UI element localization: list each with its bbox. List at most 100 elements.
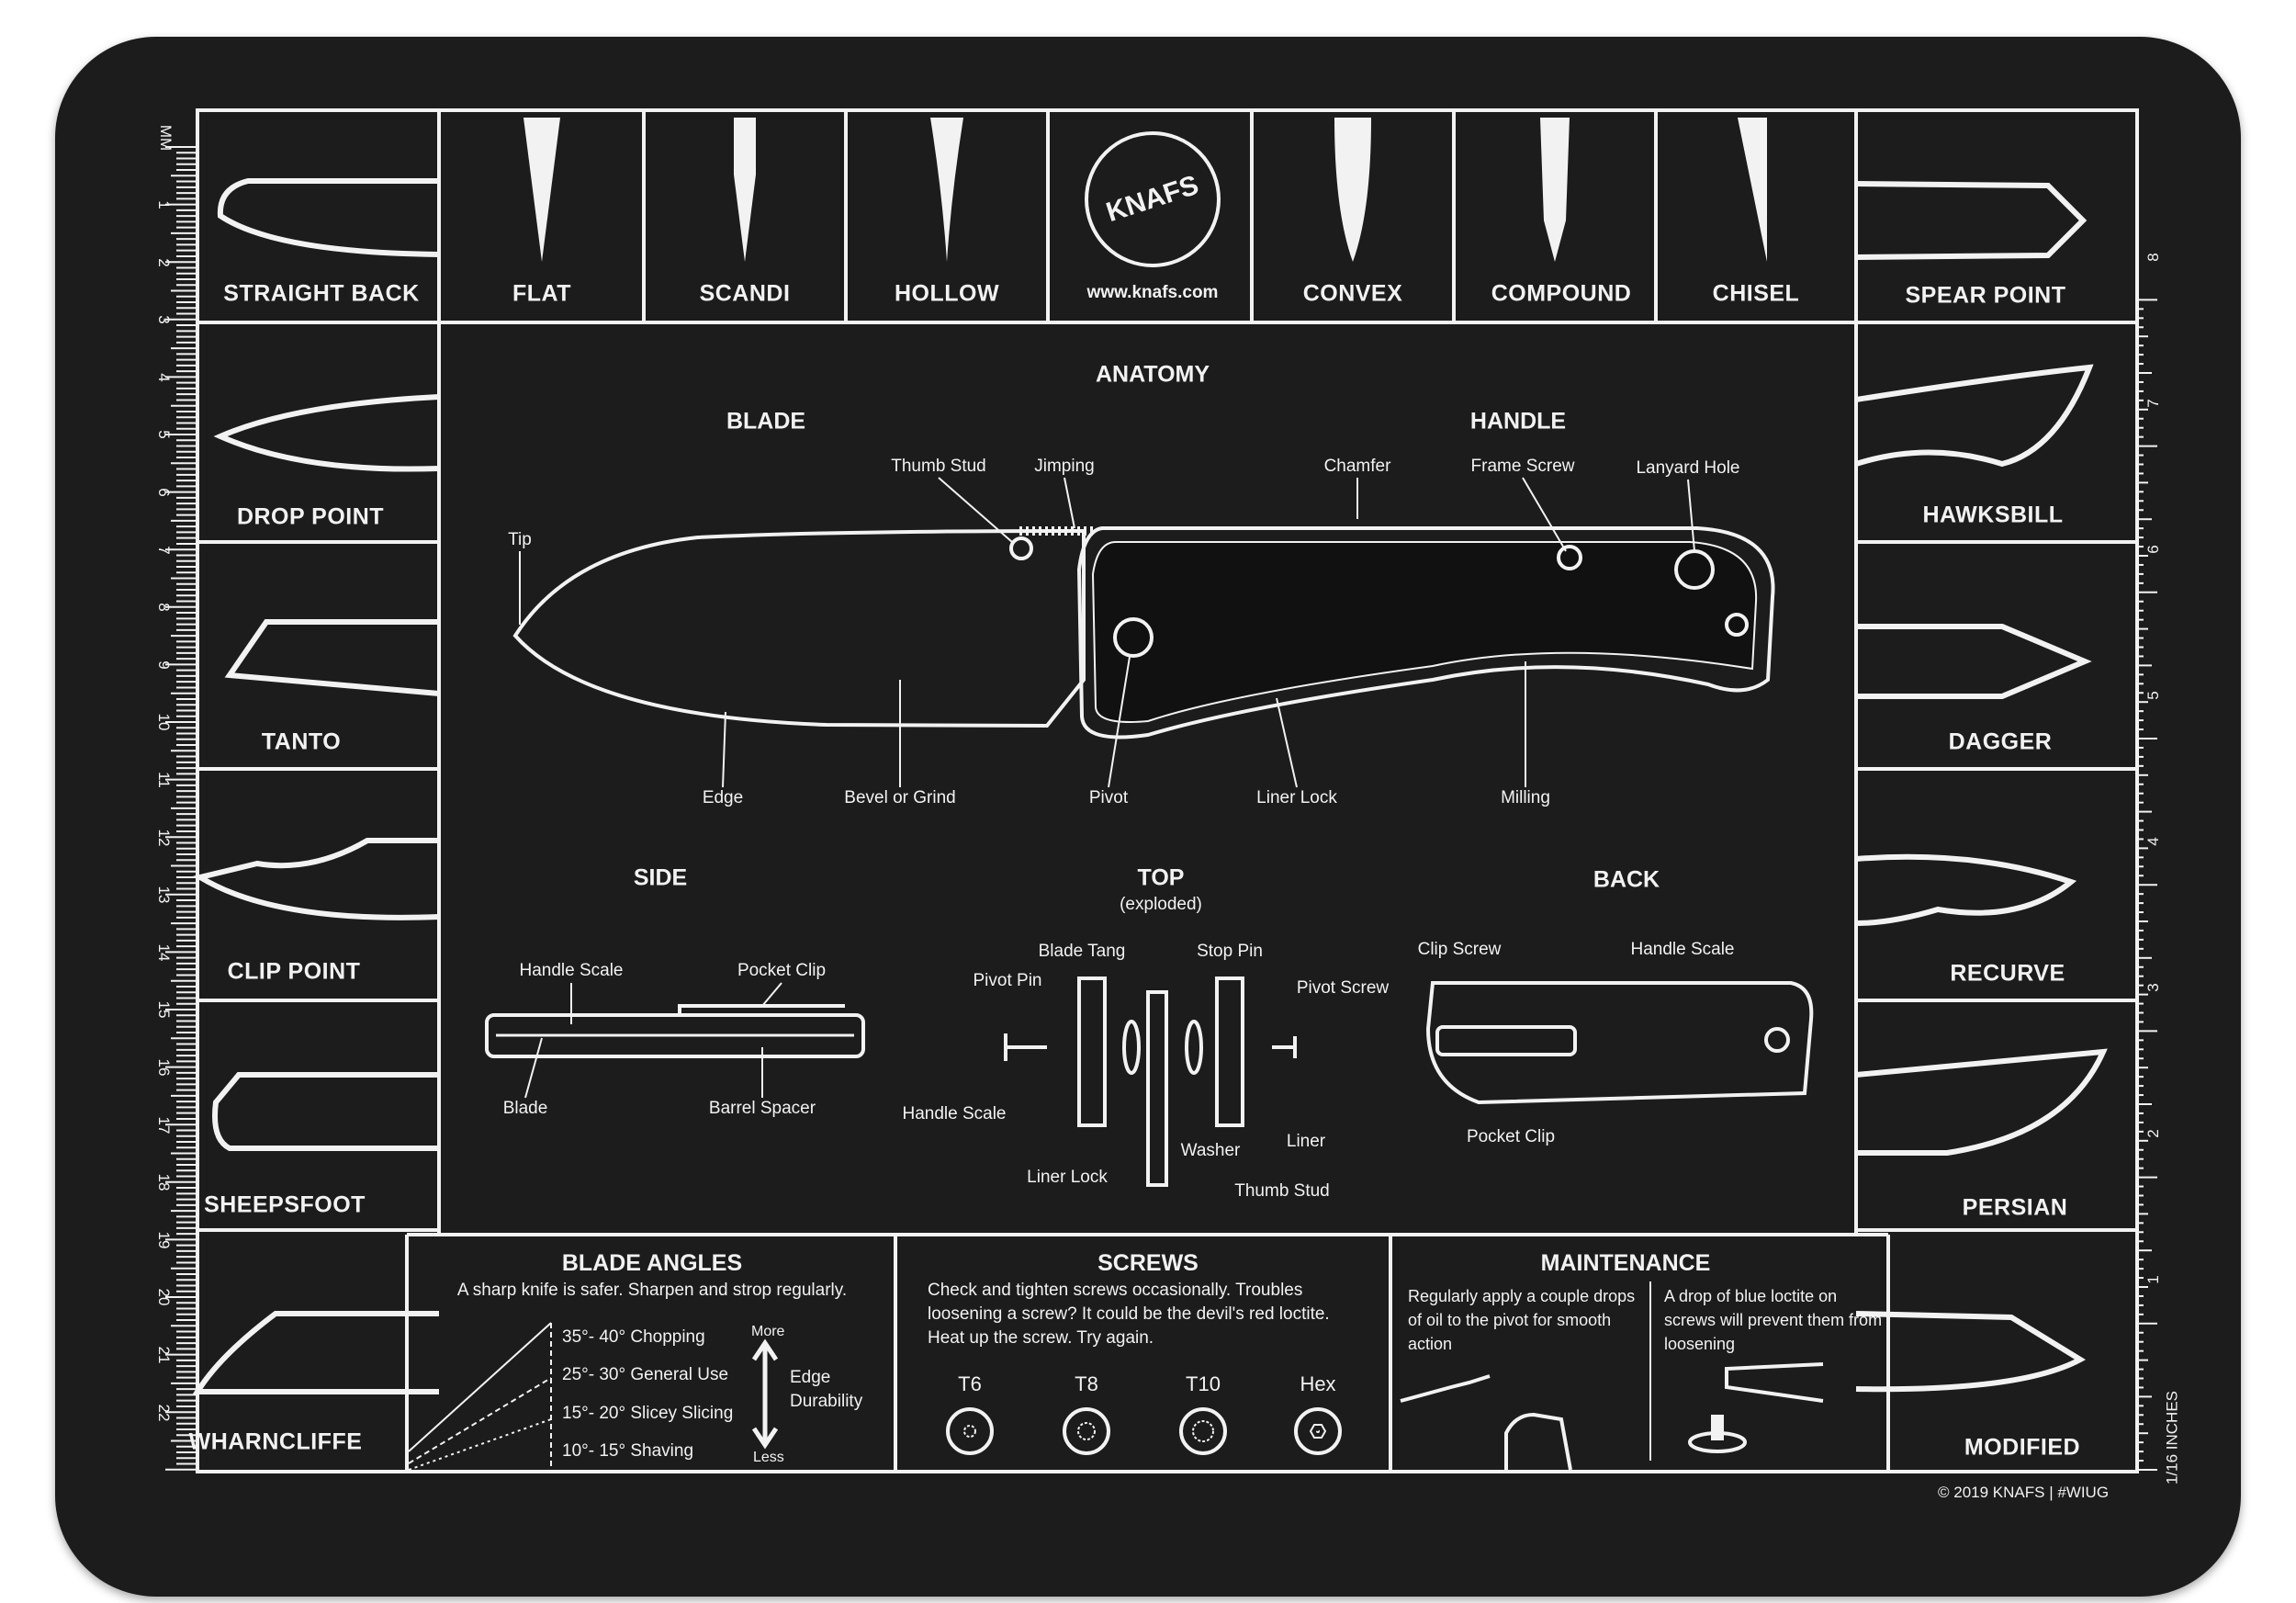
blade-heading: BLADE xyxy=(726,408,806,435)
less-label: Less xyxy=(753,1450,784,1465)
torx-socket-icon xyxy=(1192,1420,1214,1442)
label: Barrel Spacer xyxy=(708,1099,816,1118)
shape-label: RECURVE xyxy=(1950,960,2065,987)
label: Stop Pin xyxy=(1197,942,1263,961)
shape-label: DAGGER xyxy=(1948,728,2053,755)
blade-angles-title: BLADE ANGLES xyxy=(561,1250,743,1276)
knife-handle xyxy=(1076,526,1775,739)
leader-line xyxy=(1108,656,1131,788)
leader-line xyxy=(1064,477,1075,529)
blade-shape-icon xyxy=(1855,853,2077,926)
shape-label: CLIP POINT xyxy=(227,958,361,985)
screw-icon xyxy=(1711,1415,1724,1440)
shape-label: DROP POINT xyxy=(236,503,385,530)
pivot-pin-part xyxy=(1004,1033,1047,1061)
mm-number: 20 xyxy=(155,1288,173,1306)
inches-label: 1/16 INCHES xyxy=(2163,1390,2181,1485)
copyright: © 2019 KNAFS | #WIUG xyxy=(1938,1484,2110,1501)
grind-label: SCANDI xyxy=(699,280,791,307)
maintenance-oil-text: Regularly apply a couple drops of oil to… xyxy=(1408,1287,1636,1353)
inch-number: 4 xyxy=(2144,837,2162,846)
inch-number: 7 xyxy=(2144,399,2162,408)
mm-number: 12 xyxy=(155,829,173,847)
anatomy-title: ANATOMY xyxy=(1095,361,1210,388)
leader-line xyxy=(938,477,1013,543)
brand-url: www.knafs.com xyxy=(1086,283,1219,302)
mm-number: 9 xyxy=(155,660,173,670)
loctite-bottle-icon xyxy=(1725,1362,1824,1403)
maintenance-loctite-text: A drop of blue loctite on screws will pr… xyxy=(1664,1287,1883,1353)
blade-tang-part xyxy=(1146,990,1168,1187)
pivot-icon xyxy=(1113,617,1154,658)
mm-number: 1 xyxy=(155,200,173,209)
blade-angles-subtitle: A sharp knife is safer. Sharpen and stro… xyxy=(456,1281,848,1300)
mm-number: 18 xyxy=(155,1173,173,1191)
handle-scale-part xyxy=(1077,976,1107,1127)
knafs-logo-circle xyxy=(1085,131,1221,267)
shape-label: STRAIGHT BACK xyxy=(223,280,420,307)
grind-cross-section xyxy=(1334,118,1371,262)
mm-label: MM xyxy=(157,124,174,152)
mm-number: 13 xyxy=(155,886,173,904)
blade-angles-panel: BLADE ANGLES A sharp knife is safer. Sha… xyxy=(422,1251,882,1303)
label-edge: Edge xyxy=(702,788,744,807)
label: Pocket Clip xyxy=(1466,1127,1556,1146)
screw-head-icon xyxy=(946,1407,994,1455)
knife-blade xyxy=(512,528,1086,728)
frame-screw-icon xyxy=(1557,545,1582,570)
pocket-clip xyxy=(678,1004,845,1015)
mm-number: 6 xyxy=(155,488,173,497)
label: Handle Scale xyxy=(1630,940,1735,959)
angle-line xyxy=(408,1377,552,1464)
lanyard-hole-icon xyxy=(1764,1027,1790,1053)
screw-icon xyxy=(1725,613,1749,637)
mm-number: 17 xyxy=(155,1116,173,1135)
blade-shape-icon xyxy=(224,619,440,696)
blade-shape-icon xyxy=(193,838,440,920)
angle-row: 35°- 40° Chopping xyxy=(562,1327,705,1347)
screws-title: SCREWS xyxy=(1097,1250,1199,1276)
grind-cross-section xyxy=(930,118,963,262)
inch-number: 5 xyxy=(2144,691,2162,700)
label-milling: Milling xyxy=(1501,788,1550,807)
back-pocket-clip xyxy=(1435,1025,1577,1056)
torx-socket-icon xyxy=(1077,1422,1096,1440)
label: Thumb Stud xyxy=(1234,1181,1330,1201)
leader-line xyxy=(1687,479,1695,552)
inch-number: 1 xyxy=(2144,1275,2162,1284)
more-label: More xyxy=(751,1324,785,1339)
label-lanyard-hole: Lanyard Hole xyxy=(1636,458,1740,478)
durability-arrow-icon xyxy=(751,1338,779,1450)
grind-label: CHISEL xyxy=(1712,280,1800,307)
grind-label: CONVEX xyxy=(1302,280,1403,307)
angle-row: 15°- 20° Slicey Slicing xyxy=(562,1404,734,1423)
side-title: SIDE xyxy=(633,864,688,891)
angle-line xyxy=(408,1418,552,1471)
hex-socket-icon xyxy=(1309,1424,1327,1439)
label-jimping: Jimping xyxy=(1034,457,1095,476)
mm-number: 5 xyxy=(155,430,173,440)
leader-line xyxy=(524,1037,543,1099)
milling-pattern xyxy=(1091,541,1758,723)
side-view-knife xyxy=(485,1013,865,1058)
mm-number: 14 xyxy=(155,943,173,962)
mm-number: 4 xyxy=(155,373,173,382)
blade-shape-icon xyxy=(1856,624,2092,699)
maintenance-title: MAINTENANCE xyxy=(1540,1250,1711,1276)
label: Pivot Pin xyxy=(973,971,1042,990)
label-bevel: Bevel or Grind xyxy=(844,788,956,807)
leader-line xyxy=(1522,477,1567,552)
screw-type: Hex xyxy=(1300,1372,1336,1395)
mm-number: 16 xyxy=(155,1058,173,1077)
shape-label: WHARNCLIFFE xyxy=(188,1428,363,1455)
top-subtitle: (exploded) xyxy=(1120,895,1202,914)
edge-durability-label: Edge Durability xyxy=(790,1368,863,1411)
blade-shape-icon xyxy=(217,178,440,257)
mm-number: 2 xyxy=(155,257,173,267)
maintenance-panel: MAINTENANCE xyxy=(1396,1251,1855,1279)
washer-part xyxy=(1185,1020,1203,1075)
shape-label: SPEAR POINT xyxy=(1905,282,2066,309)
inch-number: 6 xyxy=(2144,545,2162,554)
label: Clip Screw xyxy=(1417,940,1502,959)
